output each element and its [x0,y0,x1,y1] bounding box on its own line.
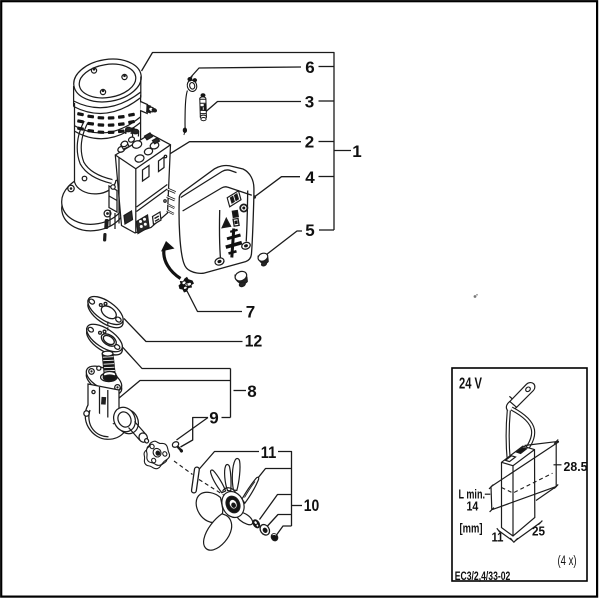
svg-text:EC3/2,4/33-02: EC3/2,4/33-02 [455,571,511,583]
svg-text:11: 11 [492,531,504,545]
svg-text:9: 9 [209,409,218,428]
svg-text:5: 5 [305,221,314,240]
svg-text:12: 12 [245,332,263,351]
svg-text:24 V: 24 V [459,376,482,393]
svg-text:4: 4 [305,168,315,187]
svg-text:[mm]: [mm] [460,522,483,536]
svg-text:6: 6 [305,58,314,77]
svg-text:2: 2 [305,133,314,152]
svg-text:7: 7 [246,303,255,322]
svg-text:14: 14 [467,500,479,514]
svg-text:8: 8 [247,382,256,401]
svg-text:1: 1 [352,142,361,161]
svg-text:(4 x): (4 x) [558,552,577,568]
svg-text:3: 3 [305,93,314,112]
svg-text:L min.: L min. [459,488,486,502]
svg-text:28.5: 28.5 [564,460,588,474]
svg-text:11: 11 [261,443,277,462]
svg-text:25: 25 [532,525,545,539]
svg-text:10: 10 [304,496,320,515]
